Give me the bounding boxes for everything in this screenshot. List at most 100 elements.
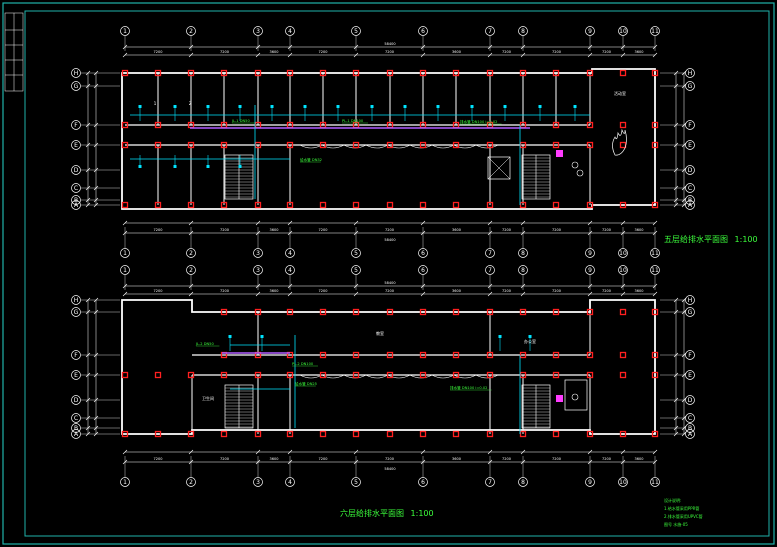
structural-column	[254, 308, 262, 316]
dimension-tick	[93, 415, 99, 421]
structural-column	[254, 141, 262, 149]
dimension-tick	[681, 372, 687, 378]
dimension-tick	[681, 397, 687, 403]
water-fixture	[403, 105, 407, 108]
axis-label: 5	[354, 479, 358, 486]
dimension-tick	[85, 122, 91, 128]
pipe-label: 排水管 DN100 i=0.02	[460, 119, 497, 124]
dimension-tick	[520, 283, 526, 289]
dimension-text: 7200	[502, 50, 511, 54]
dimension-tick	[255, 449, 261, 455]
axis-label: 6	[421, 250, 425, 257]
room-label: 办公室	[524, 338, 536, 344]
structural-column	[519, 201, 527, 209]
room-label: 1	[154, 101, 157, 106]
structural-column	[619, 201, 627, 209]
dimension-tick	[652, 230, 658, 236]
row-bubble	[71, 395, 81, 405]
structural-column	[154, 371, 162, 379]
structural-column	[619, 308, 627, 316]
row-bubble	[71, 200, 81, 210]
dimension-tick	[287, 52, 293, 58]
structural-column	[386, 69, 394, 77]
dimension-tick	[652, 52, 658, 58]
water-fixture	[503, 105, 507, 108]
structural-column	[651, 371, 659, 379]
dimension-tick	[681, 142, 687, 148]
dimension-tick	[420, 283, 426, 289]
pipe-label: 排水管 DN100 i=0.02	[450, 385, 487, 390]
axis-bubble	[253, 248, 263, 258]
structural-column	[319, 371, 327, 379]
dimension-text: 7200	[319, 289, 328, 293]
row-label: F	[74, 122, 78, 129]
axis-bubble	[418, 265, 428, 275]
dimension-tick	[673, 185, 679, 191]
stair	[521, 154, 551, 200]
structural-column	[187, 201, 195, 209]
structural-column	[121, 371, 129, 379]
pipe-label: PL-2 DN100	[292, 362, 314, 366]
row-label: F	[688, 122, 692, 129]
structural-column	[220, 430, 228, 438]
dimension-tick	[122, 44, 128, 50]
dimension-tick	[188, 230, 194, 236]
dimension-tick	[587, 283, 593, 289]
stair	[521, 384, 551, 429]
dimension-text: 7200	[552, 228, 561, 232]
axis-bubble	[285, 248, 295, 258]
water-fixture	[270, 105, 274, 108]
structural-column	[319, 141, 327, 149]
structural-column	[386, 201, 394, 209]
dimension-text: 7200	[319, 457, 328, 461]
row-bubble	[71, 140, 81, 150]
upper-plan-title-text: 五层给排水平面图	[664, 235, 728, 244]
structural-column	[419, 69, 427, 77]
water-fixture	[538, 105, 542, 108]
structural-column	[519, 69, 527, 77]
dimension-tick	[673, 122, 679, 128]
structural-column	[220, 371, 228, 379]
dimension-text: 3600	[635, 289, 644, 293]
dimension-tick	[85, 70, 91, 76]
lower-plan-title: 六层给排水平面图 1:100	[340, 508, 434, 519]
dimension-tick	[652, 459, 658, 465]
structural-column	[220, 141, 228, 149]
dimension-tick	[93, 142, 99, 148]
dimension-text: 3600	[635, 457, 644, 461]
row-bubble	[685, 120, 695, 130]
dimension-tick	[122, 449, 128, 455]
dimension-text: 3600	[270, 50, 279, 54]
dimension-tick	[681, 185, 687, 191]
axis-bubble	[418, 477, 428, 487]
toilet-fixture	[576, 169, 584, 177]
row-bubble	[685, 395, 695, 405]
washroom-block	[564, 379, 588, 411]
dimension-tick	[673, 372, 679, 378]
valve-box	[556, 150, 563, 157]
dimension-tick	[420, 230, 426, 236]
dimension-tick	[420, 449, 426, 455]
row-label: G	[688, 83, 693, 90]
dimension-tick	[287, 449, 293, 455]
dimension-tick	[287, 459, 293, 465]
axis-label: 8	[521, 479, 525, 486]
row-label: G	[74, 309, 79, 316]
axis-bubble	[618, 26, 628, 36]
binding-strip	[4, 12, 24, 92]
axis-bubble	[253, 26, 263, 36]
axis-label: 2	[189, 250, 193, 257]
axis-label: 2	[189, 267, 193, 274]
structural-column	[552, 69, 560, 77]
pipe-label: 给水管 DN25	[295, 381, 317, 386]
dimension-tick	[93, 309, 99, 315]
dimension-tick	[353, 291, 359, 297]
dimension-tick	[520, 44, 526, 50]
dimension-text: 7200	[220, 50, 229, 54]
water-fixture	[138, 165, 142, 168]
door-swing	[431, 144, 455, 149]
dimension-tick	[353, 52, 359, 58]
dimension-text: 3600	[270, 457, 279, 461]
axis-label: 7	[488, 28, 492, 35]
pipe-label: JL-1 DN50	[231, 119, 250, 123]
